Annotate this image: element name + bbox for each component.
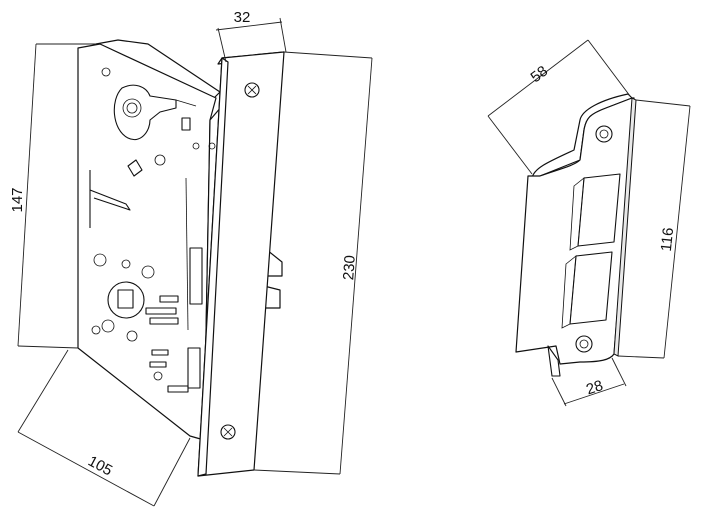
dim-label-58: 58 bbox=[528, 63, 552, 87]
strike-screw-top bbox=[595, 125, 613, 143]
dim-strike-width: 28 bbox=[551, 357, 627, 407]
cylinder-cutout bbox=[113, 84, 197, 140]
mechanism-slots bbox=[145, 247, 203, 393]
dim-label-32: 32 bbox=[234, 9, 251, 26]
lever-tab bbox=[127, 159, 143, 177]
dim-label-230: 230 bbox=[340, 255, 359, 281]
strike-plate bbox=[515, 93, 637, 377]
faceplate-screw-bottom bbox=[220, 424, 236, 440]
dim-label-147: 147 bbox=[9, 187, 26, 212]
faceplate bbox=[197, 51, 285, 477]
dim-faceplate-width: 32 bbox=[215, 9, 287, 63]
dim-label-116: 116 bbox=[658, 227, 677, 253]
dim-strike-depth: 58 bbox=[487, 39, 631, 175]
trip-lever bbox=[89, 170, 131, 228]
screw-hole bbox=[154, 154, 166, 166]
dim-strike-height: 116 bbox=[617, 99, 691, 359]
strike-screw-bottom bbox=[575, 335, 593, 353]
screw-hole bbox=[101, 67, 111, 77]
dim-faceplate-height: 230 bbox=[253, 51, 373, 475]
strike-face bbox=[515, 97, 635, 365]
lever-hub bbox=[91, 253, 155, 342]
lock-case-plate bbox=[77, 43, 217, 441]
dim-label-28: 28 bbox=[584, 377, 605, 398]
dim-mortise-height: 147 bbox=[9, 43, 96, 349]
faceplate-screw-top bbox=[244, 82, 260, 98]
dim-label-105: 105 bbox=[85, 453, 115, 480]
